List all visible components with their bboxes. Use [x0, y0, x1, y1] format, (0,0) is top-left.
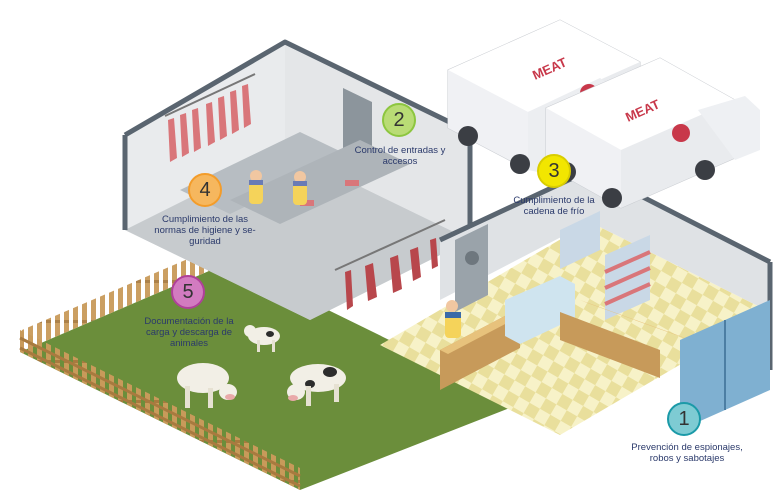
step-4-number: 4: [199, 178, 211, 201]
cow-2: [287, 364, 346, 406]
step-5-line-2: carga y descarga de: [145, 327, 233, 338]
step-2-label: Control de entradas y accesos: [340, 145, 460, 167]
step-2-badge: 2: [382, 103, 416, 137]
work-table: [180, 132, 350, 214]
step-3-line-1: Cumplimiento de la: [513, 195, 595, 206]
hanging-meat-rack: [164, 73, 256, 162]
butcher: [445, 300, 461, 338]
pasture: [19, 240, 520, 490]
counter: [440, 308, 520, 390]
worker-1: [249, 170, 263, 204]
worker-2: [293, 171, 307, 205]
truck-front: MEAT: [545, 57, 760, 209]
cold-room-door: [455, 224, 488, 312]
hanging-carcasses: [334, 219, 446, 310]
cow-1: [177, 363, 237, 408]
step-1-label: Prevención de espionajes, robos y sabota…: [612, 442, 762, 464]
step-3-badge: 3: [537, 154, 571, 188]
fence-back: [20, 240, 232, 352]
step-2-line-1: Control de entradas y: [354, 145, 446, 156]
step-5-line-3: animales: [169, 338, 209, 349]
step-4-line-3: guridad: [189, 236, 221, 247]
step-1-number: 1: [678, 407, 690, 430]
back-wall-right: [285, 42, 470, 240]
step-2-line-2: accesos: [382, 156, 418, 167]
step-5-number: 5: [182, 280, 194, 303]
step-5-label: Documentación de la carga y descarga de …: [128, 316, 250, 349]
step-4-badge: 4: [188, 173, 222, 207]
step-2-number: 2: [393, 108, 405, 131]
shop-back-wall: [440, 170, 770, 312]
step-3-label: Cumplimiento de la cadena de frío: [498, 195, 610, 217]
butcher-shop: [380, 167, 773, 435]
step-5-badge: 5: [171, 275, 205, 309]
step-1-badge: 1: [667, 402, 701, 436]
grass-field: [20, 262, 520, 490]
step-3-number: 3: [548, 159, 560, 182]
display-case: [505, 276, 575, 344]
step-1-line-2: robos y sabotajes: [649, 453, 725, 464]
step-4-line-2: normas de higiene y se-: [154, 225, 256, 236]
step-4-label: Cumplimiento de las normas de higiene y …: [142, 214, 268, 247]
cow-3: [244, 325, 280, 352]
step-5-line-1: Documentación de la: [144, 316, 234, 327]
step-1-line-1: Prevención de espionajes,: [631, 442, 743, 453]
step-3-line-2: cadena de frío: [523, 206, 585, 217]
step-4-line-1: Cumplimiento de las: [161, 214, 249, 225]
